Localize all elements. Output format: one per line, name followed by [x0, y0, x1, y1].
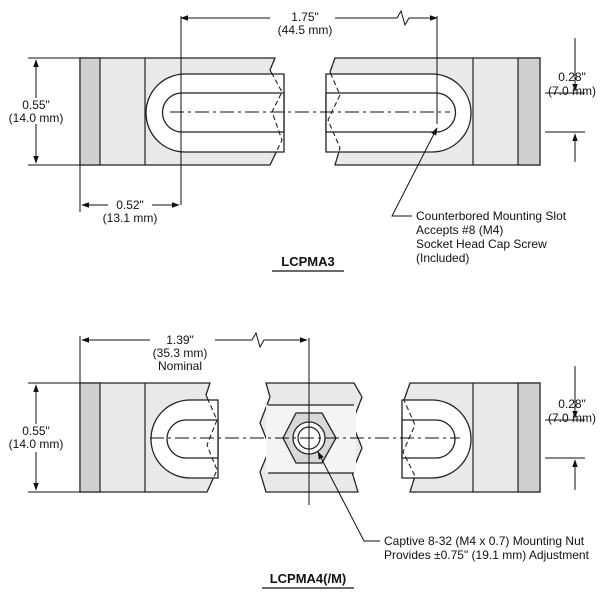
lcpma4-height-dimension: 0.55" (14.0 mm) [7, 382, 80, 493]
lcpma3-slot-in: 0.28" [558, 70, 586, 84]
lcpma3-length-in: 1.75" [291, 10, 319, 24]
lcpma4-slot-dimension: 0.28" (7.0 mm) [545, 366, 596, 490]
lcpma4-title: LCPMA4(/M) [270, 571, 347, 586]
lcpma4-note-line-2: Provides ±0.75" (19.1 mm) Adjustment [384, 548, 590, 562]
lcpma3-height-mm: (14.0 mm) [9, 111, 64, 125]
lcpma4-length-mm: (35.3 mm) [153, 346, 208, 360]
lcpma4-length-note: Nominal [158, 359, 202, 373]
lcpma3-height-dimension: 0.55" (14.0 mm) [7, 57, 80, 166]
lcpma3-height-in: 0.55" [22, 98, 50, 112]
lcpma3-length-mm: (44.5 mm) [278, 23, 333, 37]
lcpma3-note-line-4: (Included) [416, 251, 469, 265]
lcpma4-drawing: 1.39" (35.3 mm) Nominal 0.55" (14.0 mm) … [7, 331, 596, 589]
lcpma3-title: LCPMA3 [281, 254, 334, 269]
lcpma3-note-line-2: Accepts #8 (M4) [416, 223, 503, 237]
lcpma4-length-in: 1.39" [166, 333, 194, 347]
lcpma4-note-line-1: Captive 8-32 (M4 x 0.7) Mounting Nut [384, 534, 585, 548]
lcpma4-height-in: 0.55" [22, 424, 50, 438]
lcpma3-slot-callout: Counterbored Mounting Slot Accepts #8 (M… [391, 127, 567, 265]
lcpma4-slot-mm: (7.0 mm) [548, 411, 596, 425]
lcpma3-offset-dimension: 0.52" (13.1 mm) [79, 165, 180, 225]
lcpma4-right-body [401, 382, 541, 493]
lcpma4-middle-body [259, 382, 363, 493]
lcpma4-height-mm: (14.0 mm) [9, 437, 64, 451]
lcpma4-length-dimension: 1.39" (35.3 mm) Nominal [79, 331, 308, 383]
lcpma3-drawing: 1.75" (44.5 mm) 0.55" (14.0 mm) 0.52" (1… [7, 9, 596, 272]
lcpma3-offset-mm: (13.1 mm) [103, 211, 158, 225]
lcpma4-left-body [79, 382, 219, 493]
lcpma4-nut-callout: Captive 8-32 (M4 x 0.7) Mounting Nut Pro… [317, 451, 590, 562]
lcpma3-right-body [325, 57, 541, 166]
lcpma3-note-line-1: Counterbored Mounting Slot [416, 209, 567, 223]
lcpma3-left-body [79, 57, 285, 166]
lcpma3-slot-mm: (7.0 mm) [548, 84, 596, 98]
lcpma3-note-line-3: Socket Head Cap Screw [416, 237, 547, 251]
lcpma3-slot-dimension: 0.28" (7.0 mm) [545, 38, 596, 162]
lcpma3-offset-in: 0.52" [116, 198, 144, 212]
lcpma3-length-dimension: 1.75" (44.5 mm) [180, 9, 438, 37]
lcpma4-slot-in: 0.28" [558, 397, 586, 411]
